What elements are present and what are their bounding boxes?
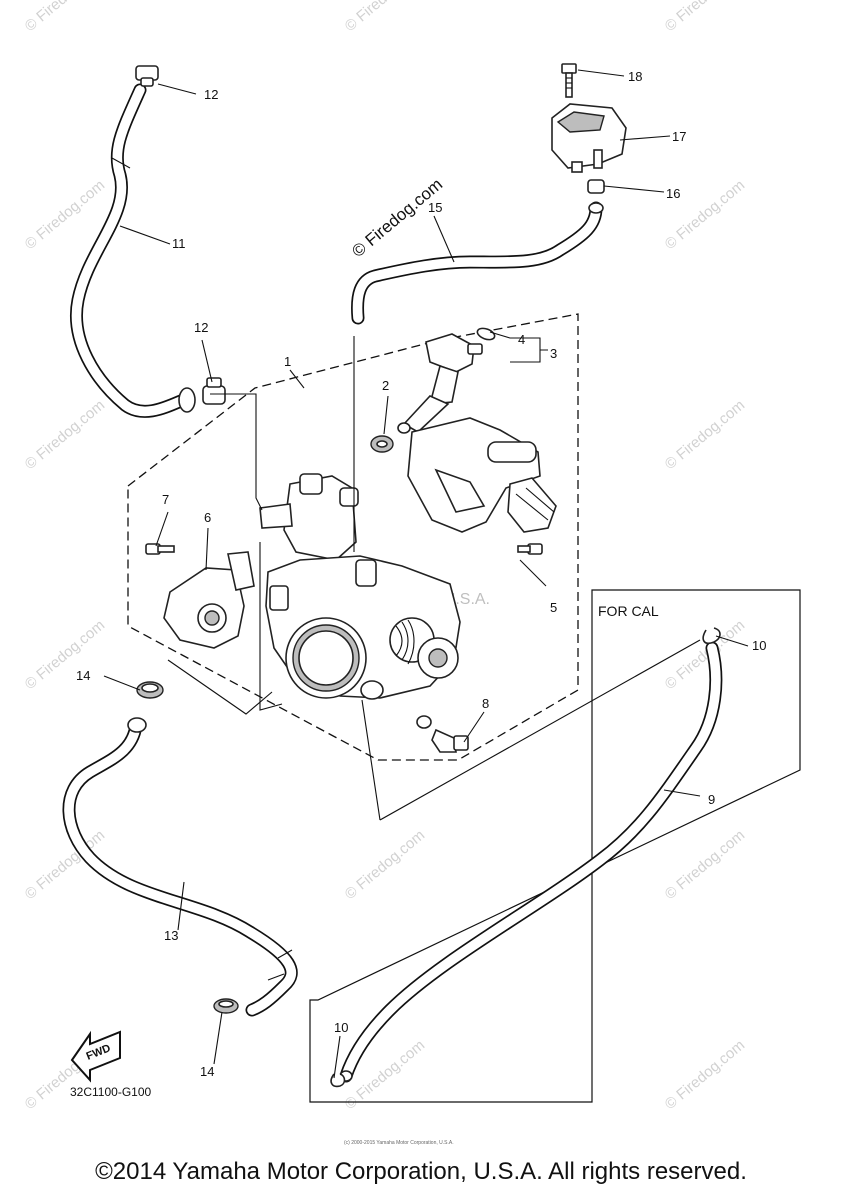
assembly-link-line bbox=[379, 639, 701, 821]
watermark-text: © Firedog.com bbox=[662, 397, 748, 473]
callout-8: 8 bbox=[482, 696, 489, 711]
throttle-body-assembly bbox=[259, 417, 557, 700]
callout-4: 4 bbox=[518, 332, 525, 347]
hose-15 bbox=[351, 201, 604, 325]
screw-5 bbox=[517, 543, 543, 555]
assembly-boundary-dashed bbox=[127, 313, 579, 761]
fine-print: (c) 2000-2015 Yamaha Motor Corporation, … bbox=[344, 1140, 454, 1146]
callout-3: 3 bbox=[550, 346, 557, 361]
watermark-text: © Firedog.com bbox=[22, 0, 108, 35]
hose-clamp-12-top bbox=[135, 65, 159, 87]
watermark-text: © Firedog.com bbox=[22, 397, 108, 473]
watermark-text: © Firedog.com bbox=[662, 827, 748, 903]
watermark-text: © Firedog.com bbox=[342, 0, 428, 35]
hose-clamp-12-lower bbox=[202, 377, 226, 405]
assembly-link-line bbox=[210, 393, 263, 511]
callout-16: 16 bbox=[666, 186, 680, 201]
watermark-layer: © Firedog.com © Firedog.com © Firedog.co… bbox=[22, 0, 748, 1113]
callout-12-top: 12 bbox=[204, 87, 218, 102]
callout-6: 6 bbox=[204, 510, 211, 525]
callout-10-lower: 10 bbox=[334, 1020, 348, 1035]
callout-2: 2 bbox=[382, 378, 389, 393]
fuel-injector-3 bbox=[397, 333, 483, 434]
fwd-arrow-icon: FWD bbox=[70, 1030, 121, 1083]
assembly-link-line bbox=[361, 699, 381, 821]
diagram-code: 32C1100-G100 bbox=[70, 1085, 151, 1099]
callout-14-lower: 14 bbox=[200, 1064, 214, 1079]
screw-and-o-ring-8 bbox=[416, 715, 469, 753]
callout-18: 18 bbox=[628, 69, 642, 84]
hose-11 bbox=[70, 83, 196, 418]
watermark-text: © Firedog.com bbox=[22, 617, 108, 693]
seal-2 bbox=[370, 435, 394, 453]
callout-9: 9 bbox=[708, 792, 715, 807]
callout-17: 17 bbox=[672, 129, 686, 144]
hose-clamp-14-upper bbox=[136, 681, 164, 699]
hose-9 bbox=[339, 641, 723, 1083]
copyright-footer: ©2014 Yamaha Motor Corporation, U.S.A. A… bbox=[95, 1158, 747, 1185]
watermark-text: © Firedog.com bbox=[662, 1037, 748, 1113]
hose-clamp-14-lower bbox=[213, 998, 239, 1014]
assembly-link-line bbox=[167, 659, 273, 715]
hose-clamp-16 bbox=[587, 179, 605, 194]
callout-10-upper: 10 bbox=[752, 638, 766, 653]
callout-15: 15 bbox=[428, 200, 442, 215]
o-ring-4 bbox=[476, 327, 496, 341]
pressure-sensor-17 bbox=[551, 103, 627, 173]
bolt-18 bbox=[561, 63, 577, 98]
assembly-link-line bbox=[259, 542, 283, 711]
callout-13: 13 bbox=[164, 928, 178, 943]
callout-11: 11 bbox=[172, 236, 186, 251]
callout-1: 1 bbox=[284, 354, 291, 369]
callout-14-upper: 14 bbox=[76, 668, 90, 683]
callout-5: 5 bbox=[550, 600, 557, 615]
for-cal-label: FOR CAL bbox=[598, 603, 659, 619]
callout-leaders bbox=[103, 69, 749, 1079]
hose-clamp-10-upper bbox=[702, 627, 721, 645]
callout-12-lower: 12 bbox=[194, 320, 208, 335]
watermark-text-prominent: © Firedog.com bbox=[348, 175, 446, 261]
hose-clamp-10-lower bbox=[330, 1073, 346, 1088]
callout-numbers: 12 11 12 1 2 3 4 5 6 7 8 9 10 10 13 14 1… bbox=[76, 69, 766, 1079]
exploded-parts-diagram: © Firedog.com © Firedog.com © Firedog.co… bbox=[22, 0, 801, 1146]
throttle-position-sensor-6 bbox=[163, 551, 255, 649]
for-cal-inset-box bbox=[309, 589, 801, 1103]
watermark-text: © Firedog.com bbox=[342, 827, 428, 903]
screw-7 bbox=[145, 543, 175, 555]
watermark-text: © Firedog.com bbox=[662, 0, 748, 35]
hose-13 bbox=[62, 717, 298, 1017]
callout-7: 7 bbox=[162, 492, 169, 507]
